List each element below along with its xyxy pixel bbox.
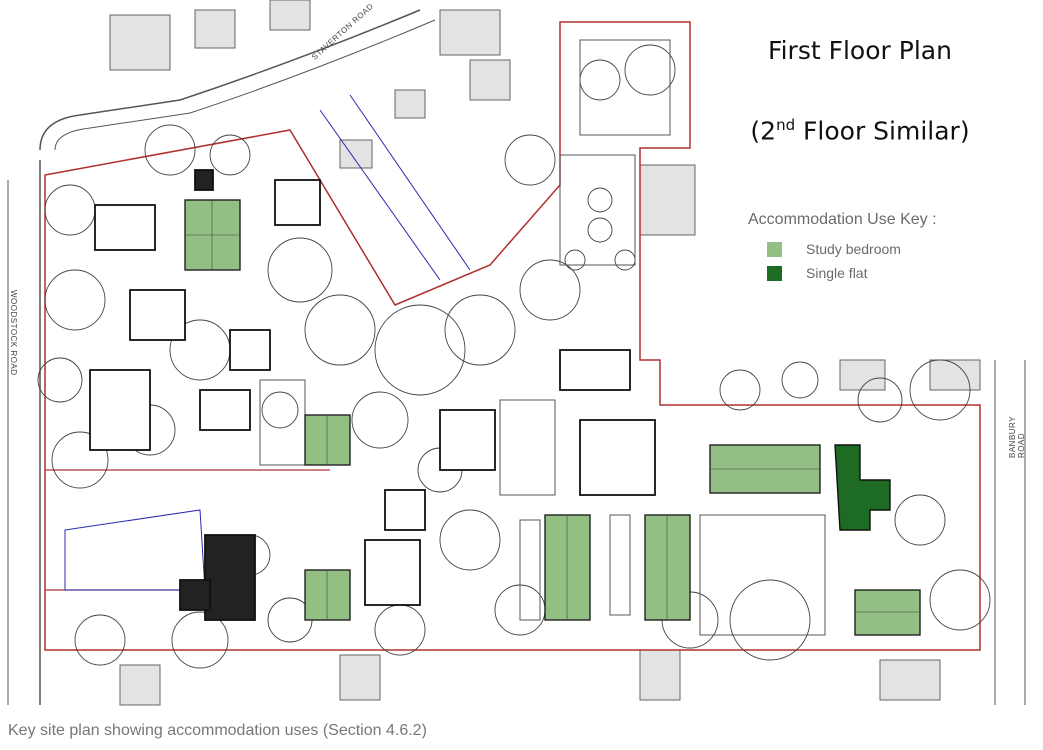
plan-title: First Floor Plan xyxy=(768,36,952,65)
legend-title: Accommodation Use Key : xyxy=(748,211,937,228)
buildings-existing xyxy=(89,169,656,621)
staverton-road-kerb xyxy=(39,9,421,151)
staverton-road-kerb-inner xyxy=(54,19,436,151)
neighbour-buildings xyxy=(109,0,981,706)
road-label-banbury: BANBURY ROAD xyxy=(1008,416,1026,458)
site-boundary xyxy=(44,21,981,651)
trees xyxy=(37,44,991,669)
legend-item-single-flat: Single flat xyxy=(748,265,1018,281)
accommodation-legend: Accommodation Use Key : Study bedroom Si… xyxy=(748,211,1018,289)
figure-caption: Key site plan showing accommodation uses… xyxy=(8,722,427,739)
legend-label: Single flat xyxy=(806,265,868,281)
legend-swatch-single-flat xyxy=(767,265,782,281)
road-label-woodstock: WOODSTOCK ROAD xyxy=(9,290,18,376)
legend-item-study-bedroom: Study bedroom xyxy=(748,241,1018,257)
subtitle-post: Floor Similar) xyxy=(795,116,970,146)
single-flat-blocks xyxy=(834,444,891,531)
room-divisions xyxy=(185,200,920,620)
subtitle-sup: nd xyxy=(776,116,796,134)
legend-swatch-study-bedroom xyxy=(767,241,782,257)
plan-subtitle: (2nd Floor Similar) xyxy=(700,116,1020,145)
subtitle-pre: (2 xyxy=(750,116,777,146)
courts xyxy=(259,39,826,636)
legend-label: Study bedroom xyxy=(806,241,901,257)
